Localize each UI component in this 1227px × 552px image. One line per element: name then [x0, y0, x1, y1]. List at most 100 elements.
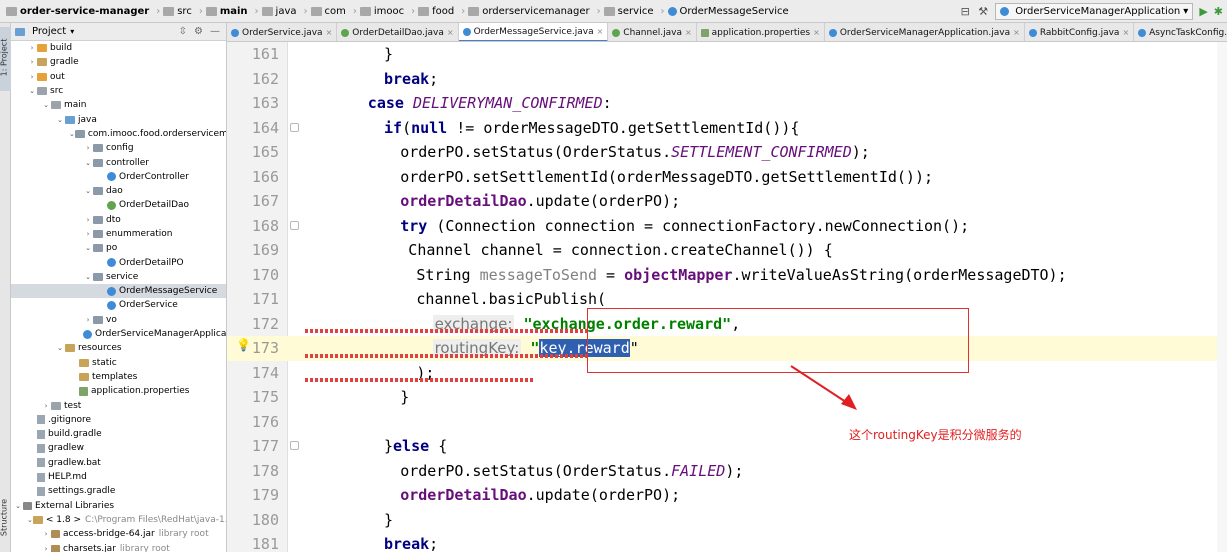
tree-item[interactable]: settings.gradle	[11, 484, 226, 498]
tree-item[interactable]: OrderMessageService	[11, 284, 226, 299]
tree-item[interactable]: OrderService	[11, 298, 226, 312]
expand-icon[interactable]: ⌄	[57, 115, 63, 124]
collapse-icon[interactable]: ›	[44, 544, 48, 552]
layout-icon[interactable]: ⊟	[960, 5, 970, 18]
close-icon[interactable]: ×	[684, 28, 692, 37]
breadcrumb-item[interactable]: ›src	[151, 0, 194, 23]
editor-tab[interactable]: application.properties×	[697, 23, 825, 41]
collapse-all-icon[interactable]: ⇳	[178, 26, 188, 37]
expand-icon[interactable]: ⌄	[69, 129, 75, 138]
fold-marker-icon[interactable]	[290, 122, 299, 132]
editor-tab[interactable]: AsyncTaskConfig.java×	[1134, 23, 1227, 41]
code-line[interactable]: 176	[227, 410, 1227, 435]
run-icon[interactable]: ▶	[1199, 5, 1208, 18]
tree-item[interactable]: ⌄main	[11, 98, 226, 112]
breadcrumb-item[interactable]: ›OrderMessageService	[656, 0, 791, 23]
tree-item[interactable]: ⌄controller	[11, 155, 226, 169]
tree-item[interactable]: ›build	[11, 41, 226, 55]
fold-marker-icon[interactable]	[290, 220, 299, 230]
tree-item[interactable]: ⌄External Libraries	[11, 499, 226, 513]
close-icon[interactable]: ×	[446, 28, 454, 37]
code-line[interactable]: 175}	[227, 385, 1227, 410]
tree-item[interactable]: OrderController	[11, 170, 226, 184]
editor-tab[interactable]: RabbitConfig.java×	[1025, 23, 1135, 41]
tree-item[interactable]: application.properties	[11, 384, 226, 398]
tree-item[interactable]: ›out	[11, 70, 226, 84]
breadcrumb-item[interactable]: ›service	[592, 0, 656, 23]
collapse-icon[interactable]: ›	[44, 401, 48, 410]
expand-icon[interactable]: ⌄	[57, 344, 63, 353]
tree-item[interactable]: ›test	[11, 398, 226, 412]
close-icon[interactable]: ×	[596, 27, 604, 36]
tree-item[interactable]: HELP.md	[11, 470, 226, 484]
breadcrumb-item[interactable]: ›food	[406, 0, 456, 23]
tree-item[interactable]: ›dto	[11, 213, 226, 227]
build-hammer-icon[interactable]: ⚒	[978, 5, 989, 18]
tree-item[interactable]: ⌄java	[11, 112, 226, 126]
tree-item[interactable]: ⌄< 1.8 >C:\Program Files\RedHat\java-1.8…	[11, 513, 226, 527]
collapse-icon[interactable]: ›	[86, 215, 90, 224]
editor-tab[interactable]: OrderMessageService.java×	[458, 23, 609, 41]
collapse-icon[interactable]: ›	[86, 144, 90, 153]
run-configuration-select[interactable]: OrderServiceManagerApplication ▾	[995, 3, 1194, 20]
expand-icon[interactable]: ⌄	[85, 158, 91, 167]
expand-icon[interactable]: ⌄	[85, 244, 91, 253]
tree-item[interactable]: .gitignore	[11, 413, 226, 427]
lightbulb-icon[interactable]: 💡	[236, 338, 251, 352]
chevron-down-icon[interactable]: ▾	[70, 27, 75, 36]
tree-item[interactable]: ⌄resources	[11, 341, 226, 355]
hide-icon[interactable]: —	[210, 26, 220, 37]
tree-item[interactable]: OrderDetailPO	[11, 255, 226, 269]
vertical-scrollbar[interactable]	[1217, 42, 1227, 552]
breadcrumb-item[interactable]: order-service-manager	[4, 0, 151, 23]
tree-item[interactable]: ⌄src	[11, 84, 226, 98]
collapse-icon[interactable]: ›	[30, 44, 34, 53]
fold-marker-icon[interactable]	[290, 441, 299, 450]
close-icon[interactable]: ×	[325, 28, 333, 37]
breadcrumb-item[interactable]: ›java	[250, 0, 299, 23]
gear-icon[interactable]: ⚙	[194, 26, 203, 37]
close-icon[interactable]: ×	[1122, 28, 1130, 37]
editor-tab[interactable]: OrderDetailDao.java×	[337, 23, 459, 41]
tree-item[interactable]: ›vo	[11, 313, 226, 327]
project-tool-button[interactable]: 1: Project	[0, 27, 11, 91]
tree-item[interactable]: templates	[11, 370, 226, 384]
tree-item[interactable]: ›gradle	[11, 55, 226, 69]
tree-item[interactable]: static	[11, 356, 226, 370]
tree-item[interactable]: ›enummeration	[11, 227, 226, 241]
editor-tab[interactable]: Channel.java×	[608, 23, 697, 41]
code-line[interactable]: 180}	[227, 508, 1227, 533]
tree-item[interactable]: ⌄dao	[11, 184, 226, 198]
expand-icon[interactable]: ⌄	[85, 272, 91, 281]
breadcrumb-item[interactable]: ›main	[194, 0, 250, 23]
expand-icon[interactable]: ⌄	[43, 101, 49, 110]
tree-item[interactable]: gradlew.bat	[11, 456, 226, 470]
expand-icon[interactable]: ⌄	[27, 515, 33, 524]
collapse-icon[interactable]: ›	[30, 58, 34, 67]
tree-item[interactable]: ⌄po	[11, 241, 226, 255]
breadcrumb-item[interactable]: ›orderservicemanager	[456, 0, 591, 23]
tree-item[interactable]: build.gradle	[11, 427, 226, 441]
debug-icon[interactable]: ✱	[1213, 5, 1223, 18]
collapse-icon[interactable]: ›	[86, 315, 90, 324]
close-icon[interactable]: ×	[813, 28, 820, 37]
expand-icon[interactable]: ⌄	[15, 501, 21, 510]
tree-item[interactable]: ⌄service	[11, 270, 226, 284]
expand-icon[interactable]: ⌄	[29, 87, 35, 96]
breadcrumb-item[interactable]: ›com	[299, 0, 348, 23]
